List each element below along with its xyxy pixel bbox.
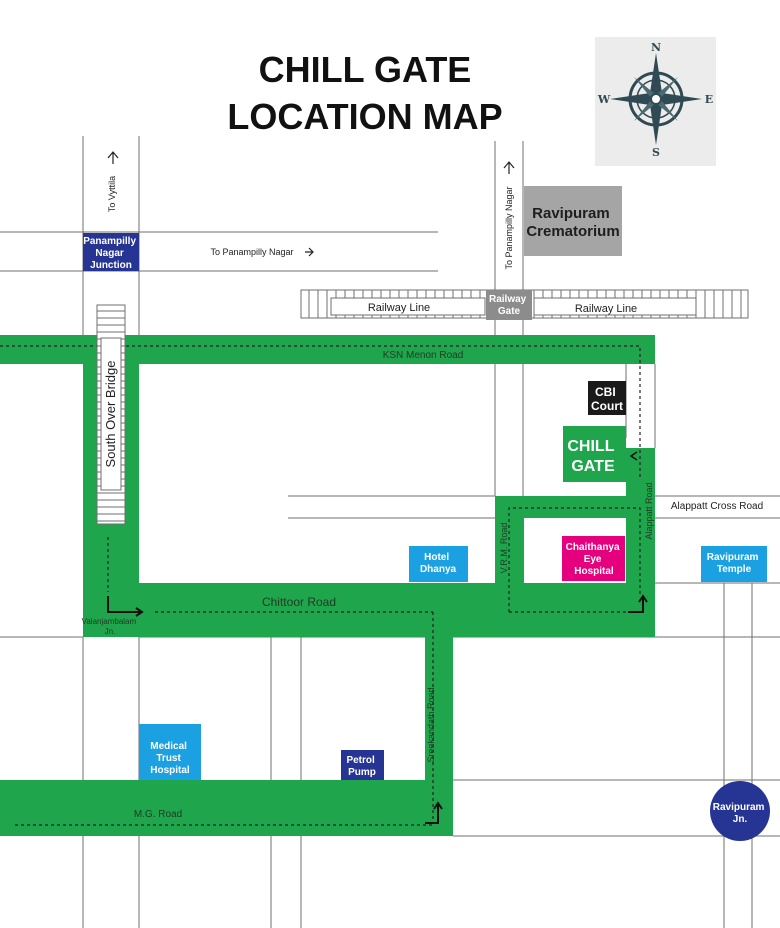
route-dotted-line (0, 345, 641, 826)
to-panampilly-arrow-icon (305, 247, 314, 257)
svg-text:Ravipuram Temple: Ravipuram Temple (707, 552, 761, 575)
panampilly-junction-box (83, 233, 139, 271)
valanjambalam-jn-label: Jn. (105, 627, 116, 636)
compass-east-label: E (705, 93, 713, 106)
to-panampilly-nagar-label: To Panampilly Nagar (210, 247, 293, 257)
panampilly-label-1: Panampilly (83, 236, 136, 247)
railway-gate-label-2: Gate (498, 306, 521, 317)
hotel-dhanya-label-1: Hotel (424, 552, 449, 563)
cbi-court-label-1: CBI (595, 385, 616, 399)
svg-text:Panampilly Nagar Junct: Panampilly Nagar Junction (83, 236, 139, 271)
hotel-dhanya-label-2: Dhanya (420, 564, 457, 575)
svg-text:Hotel Dhanya: Hotel Dhanya (420, 552, 457, 575)
crematorium-label-1: Ravipuram (532, 205, 610, 222)
svg-text:Chaithanya Eye Hospita: Chaithanya Eye Hospital (566, 542, 623, 577)
crematorium-box (524, 186, 622, 256)
alappatt-road-label: Alappatt Road (644, 482, 654, 539)
to-panampilly-nagar-vertical-label: To Panampilly Nagar (504, 186, 514, 269)
medical-trust-label-1: Medical (150, 741, 187, 752)
chaithanya-hospital-box (562, 536, 625, 581)
route-arrows (107, 594, 648, 824)
svg-text:Valanjambalam Jn.: Valanjambalam Jn. (82, 617, 139, 636)
ravipuram-jn-label-1: Ravipuram (713, 802, 765, 813)
panampilly-label-2: Nagar (95, 248, 123, 259)
south-over-bridge-label: South Over Bridge (103, 361, 118, 468)
railway-line-label-right: Railway Line (575, 303, 637, 315)
chaithanya-label-2: Eye (584, 554, 602, 565)
chill-gate-label-1: CHILL (567, 438, 614, 455)
panampilly-label-3: Junction (90, 260, 132, 271)
crematorium-label-2: Crematorium (526, 223, 619, 240)
medical-trust-label-2: Trust (156, 753, 181, 764)
svg-text:Ravipuram Crematorium: Ravipuram Crematorium (526, 205, 619, 240)
valanjambalam-label: Valanjambalam (82, 617, 137, 626)
compass-west-label: W (597, 93, 611, 106)
cbi-court-label-2: Court (591, 399, 623, 413)
map-title-line-1: CHILL GATE (258, 49, 472, 90)
south-over-bridge (96, 304, 126, 525)
to-vyttila-arrow-icon (107, 151, 119, 164)
ksn-menon-road-label: KSN Menon Road (383, 350, 464, 361)
hotel-dhanya-box (409, 546, 468, 582)
svg-text:CHILL GATE: CHILL GATE (567, 438, 618, 475)
gate-arrow-icon (629, 451, 638, 461)
railway-line-label-left: Railway Line (368, 302, 430, 314)
chill-gate-label-2: GATE (571, 458, 615, 475)
to-vyttila-label: To Vyttila (107, 176, 117, 212)
svg-text:Petrol Pump: Petrol Pump (346, 755, 377, 778)
svg-text:CBI Court: CBI Court (591, 385, 623, 413)
ravipuram-temple-label-2: Temple (717, 564, 752, 575)
chill-gate-box (563, 426, 626, 482)
ravipuram-jn-circle (710, 781, 770, 841)
chaithanya-label-1: Chaithanya (566, 542, 620, 553)
sreekandath-road-label: Sreekandath Road (426, 687, 436, 762)
to-panampilly-up-arrow-icon (503, 161, 515, 174)
mg-road-label: M.G. Road (134, 809, 182, 820)
medical-trust-label-3: Hospital (150, 765, 190, 776)
chaithanya-label-3: Hospital (574, 566, 614, 577)
ravipuram-temple-label-1: Ravipuram (707, 552, 759, 563)
petrol-pump-label-2: Pump (348, 767, 376, 778)
medical-trust-box (139, 724, 201, 780)
railway-gate-box (486, 290, 532, 320)
svg-text:Railway Gate: Railway Gate (489, 294, 529, 317)
petrol-pump-label-1: Petrol (346, 755, 375, 766)
chittoor-road-label: Chittoor Road (262, 595, 336, 609)
compass-rose-icon (610, 53, 702, 145)
svg-text:Ravipuram Jn.: Ravipuram Jn. (713, 802, 767, 825)
cbi-court-box (588, 381, 626, 415)
vrm-road-label: V.R.M. Road (499, 523, 509, 574)
ravipuram-temple-box (701, 546, 767, 582)
compass-south-label: S (652, 146, 660, 159)
petrol-pump-box (341, 750, 384, 780)
railway-gate-label-1: Railway (489, 294, 527, 305)
svg-text:Medical Trust Hospital: Medical Trust Hospital (150, 741, 190, 776)
compass-north-label: N (651, 41, 661, 54)
map-title-line-2: LOCATION MAP (227, 96, 503, 137)
alappatt-cross-road-label: Alappatt Cross Road (671, 501, 763, 512)
ravipuram-jn-label-2: Jn. (733, 814, 748, 825)
highlighted-roads (0, 335, 655, 836)
